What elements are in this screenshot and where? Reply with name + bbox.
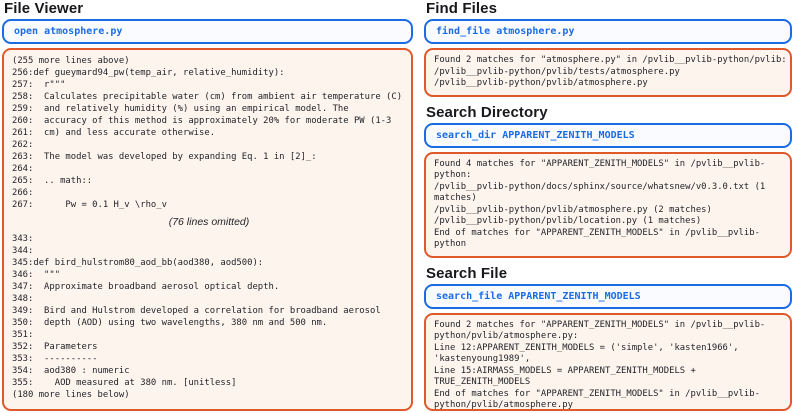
find-files-title: Find Files [426,1,792,16]
search-directory-panel: Search Directory search_dir APPARENT_ZEN… [424,105,792,258]
file-viewer-column: File Viewer open atmosphere.py (255 more… [2,1,413,411]
file-viewer-panel: File Viewer open atmosphere.py (255 more… [2,1,413,411]
file-viewer-code-bottom: 343: 344: 345:def bird_hulstrom80_aod_bb… [12,233,406,401]
find-files-command-box[interactable]: find_file atmosphere.py [424,19,792,44]
search-file-command-box[interactable]: search_file APPARENT_ZENITH_MODELS [424,284,792,309]
file-viewer-output-box: (255 more lines above) 256:def gueymard9… [2,48,413,411]
search-directory-output-text: Found 4 matches for "APPARENT_ZENITH_MOD… [434,159,785,251]
search-directory-command-box[interactable]: search_dir APPARENT_ZENITH_MODELS [424,123,792,148]
find-files-output-box: Found 2 matches for "atmosphere.py" in /… [424,48,792,97]
search-directory-command-text: search_dir APPARENT_ZENITH_MODELS [436,130,635,141]
find-files-output-text: Found 2 matches for "atmosphere.py" in /… [434,55,785,90]
file-viewer-title: File Viewer [4,1,413,16]
search-file-panel: Search File search_file APPARENT_ZENITH_… [424,266,792,412]
search-directory-title: Search Directory [426,105,792,120]
file-viewer-command-text: open atmosphere.py [14,26,122,37]
search-directory-output-box: Found 4 matches for "APPARENT_ZENITH_MOD… [424,152,792,258]
file-viewer-code-top: (255 more lines above) 256:def gueymard9… [12,55,406,211]
search-file-output-box: Found 2 matches for "APPARENT_ZENITH_MOD… [424,313,792,412]
search-file-output-text: Found 2 matches for "APPARENT_ZENITH_MOD… [434,320,785,412]
omitted-lines-note: (76 lines omitted) [12,216,406,228]
file-viewer-command-box[interactable]: open atmosphere.py [2,19,413,44]
find-files-panel: Find Files find_file atmosphere.py Found… [424,1,792,97]
search-file-command-text: search_file APPARENT_ZENITH_MODELS [436,291,641,302]
search-file-title: Search File [426,266,792,281]
search-tools-column: Find Files find_file atmosphere.py Found… [424,1,792,411]
find-files-command-text: find_file atmosphere.py [436,26,574,37]
